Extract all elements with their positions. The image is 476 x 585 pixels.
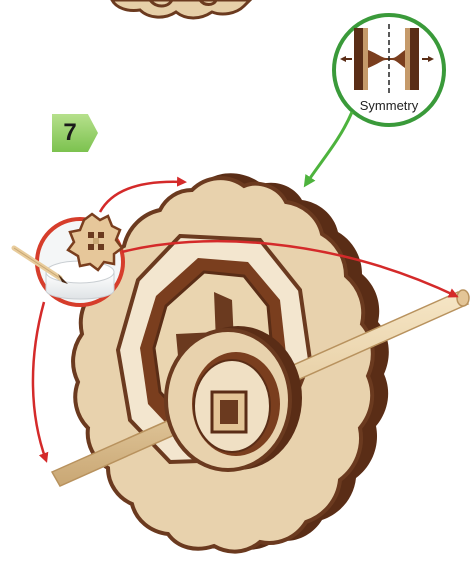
symmetry-callout: Symmetry [334,15,444,125]
step-badge: 7 [52,114,98,152]
top-gear-fragment [112,0,250,18]
green-arrow [306,112,352,184]
hub-wheel [166,326,302,470]
glue-dish-callout [14,214,123,305]
red-arrow-to-axle-left [33,302,46,460]
step-number: 7 [52,114,88,152]
symmetry-label: Symmetry [360,98,419,113]
